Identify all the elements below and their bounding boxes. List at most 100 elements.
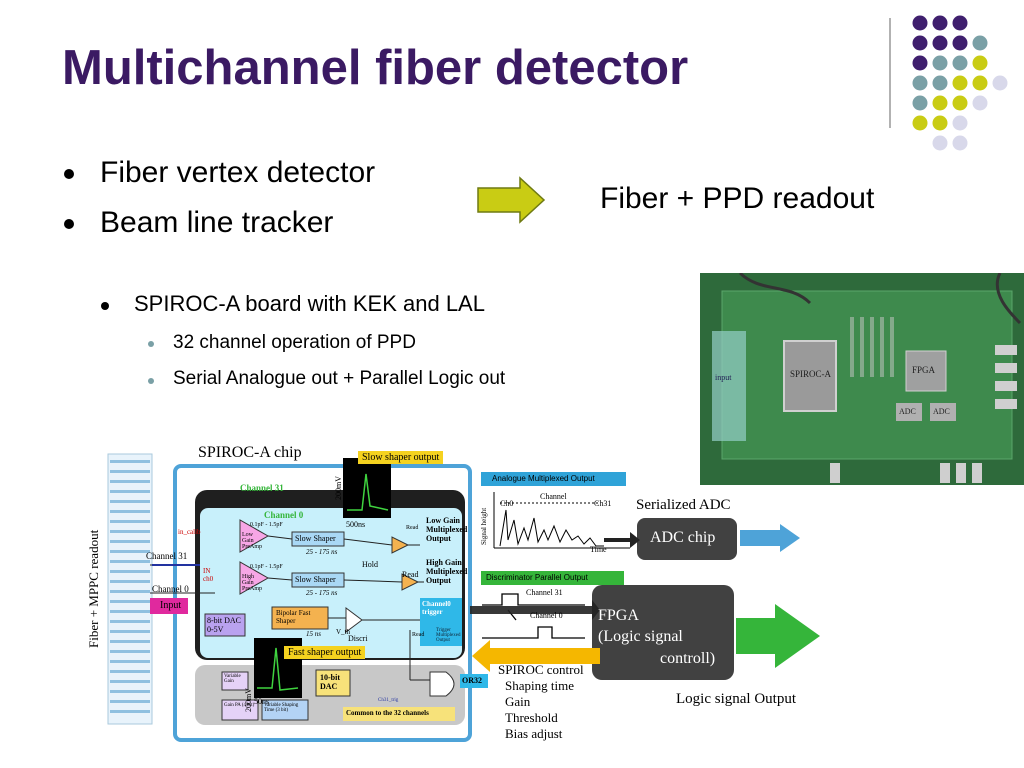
fiber-strand bbox=[110, 470, 150, 473]
board-photo: SPIROC-A FPGA ADC ADC input bbox=[700, 273, 1024, 485]
fiber-strand bbox=[110, 490, 150, 493]
trigger-mux-label: Trigger Multiplexed Output bbox=[436, 628, 461, 643]
cap1-label: 0.1pF - 1.5pF bbox=[250, 522, 283, 528]
decorative-dot bbox=[992, 75, 1008, 91]
decorative-dot bbox=[932, 95, 948, 111]
fiber-strand bbox=[110, 550, 150, 553]
fiber-strand bbox=[110, 520, 150, 523]
decorative-dot bbox=[932, 35, 948, 51]
decorative-dot bbox=[932, 135, 948, 151]
decorative-dot bbox=[912, 35, 928, 51]
low-gain-preamp-label: Low Gain PreAmp bbox=[242, 532, 262, 550]
ch31-input-label: Channel 31 bbox=[146, 551, 188, 561]
fiber-strand bbox=[110, 570, 150, 573]
bullet-beam-line: Beam line tracker bbox=[100, 206, 334, 239]
decorative-dot bbox=[952, 75, 968, 91]
15ns-label: 15 ns bbox=[306, 630, 321, 638]
ch0-axis-label: Ch0 bbox=[500, 499, 514, 508]
sub-sub-bullet-32ch: 32 channel operation of PPD bbox=[173, 332, 416, 353]
decorative-dot bbox=[912, 115, 928, 131]
fiber-strand bbox=[110, 480, 150, 483]
fiber-strand bbox=[110, 600, 150, 603]
decorative-dot bbox=[932, 115, 948, 131]
decorative-dot bbox=[952, 55, 968, 71]
gain-pa-label: Gain PA (4 bit) bbox=[224, 703, 255, 708]
fpga-label-3: controll) bbox=[660, 650, 716, 667]
fpga-label-2: (Logic signal bbox=[598, 628, 683, 645]
fiber-strand bbox=[110, 540, 150, 543]
fiber-strand bbox=[110, 690, 150, 693]
slow-shaper-output-label: Slow shaper output bbox=[358, 451, 444, 464]
fpga-label-1: FPGA bbox=[598, 607, 639, 624]
high-gain-output-label: High Gain Multiplexed Output bbox=[426, 558, 468, 585]
decorative-dot bbox=[952, 15, 968, 31]
channel-axis-label: Channel bbox=[540, 492, 567, 501]
spiroc-control-label: SPIROC control bbox=[498, 662, 584, 677]
ctrl-threshold: Threshold bbox=[505, 710, 558, 725]
channel0-trigger-label: Channel0 trigger bbox=[422, 600, 451, 616]
time-axis-label: Time bbox=[590, 545, 607, 554]
decorative-dot bbox=[932, 75, 948, 91]
decorative-dot bbox=[952, 135, 968, 151]
range-1-label: 25 - 175 ns bbox=[306, 548, 338, 556]
fiber-strand bbox=[110, 670, 150, 673]
fiber-strand bbox=[110, 710, 150, 713]
common-label: Common to the 32 channels bbox=[346, 709, 429, 717]
in-ch0-label: IN ch0 bbox=[203, 567, 214, 583]
fiber-strand bbox=[110, 610, 150, 613]
bipolar-fast-shaper-label: Bipolar Fast Shaper bbox=[276, 609, 311, 625]
fiber-strand bbox=[110, 500, 150, 503]
adc-chip-label: ADC chip bbox=[650, 529, 716, 546]
decorative-dot-grid bbox=[889, 15, 1008, 151]
decorative-dot bbox=[912, 15, 928, 31]
ch31-axis-label: Ch31 bbox=[594, 499, 612, 508]
dac8-label: 8-bit DAC 0-5V bbox=[207, 616, 241, 634]
200mv-fast-label: 200mV bbox=[244, 688, 253, 712]
disc-ch0-label: Channel 0 bbox=[530, 611, 563, 620]
analog-mux-title: Analogue Multiplexed Output bbox=[492, 474, 595, 483]
ch31-trig-label: Ch31_trig bbox=[378, 698, 399, 703]
slow-shaper-2-label: Slow Shaper bbox=[295, 575, 336, 584]
ch0-input-label: Channel 0 bbox=[152, 584, 189, 594]
fiber-strand bbox=[110, 530, 150, 533]
spiroc-chip-title: SPIROC-A chip bbox=[198, 444, 302, 461]
logic-signal-output-label: Logic signal Output bbox=[676, 691, 796, 707]
decorative-dot bbox=[912, 95, 928, 111]
photo-label-input: input bbox=[715, 373, 732, 382]
fiber-strand bbox=[110, 640, 150, 643]
low-gain-output-label: Low Gain Multiplexed Output bbox=[426, 516, 468, 543]
decorative-dot bbox=[972, 35, 988, 51]
bullet-dot bbox=[101, 302, 109, 310]
decorative-dot bbox=[972, 95, 988, 111]
slow-shaper-1-label: Slow Shaper bbox=[295, 534, 336, 543]
dac10-label: 10-bit DAC bbox=[320, 673, 340, 691]
range-2-label: 25 - 175 ns bbox=[306, 589, 338, 597]
vth-label: V_th bbox=[336, 628, 350, 636]
bullet-dot bbox=[148, 341, 154, 347]
read-2-label: Read bbox=[402, 570, 419, 579]
fiber-strand bbox=[110, 580, 150, 583]
ctrl-shaping-time: Shaping time bbox=[505, 678, 574, 693]
decorative-dot bbox=[932, 15, 948, 31]
channel0-label: Channel 0 bbox=[264, 510, 304, 520]
read-3-label: Read bbox=[412, 632, 425, 638]
decorative-dot bbox=[912, 75, 928, 91]
bullet-dot bbox=[64, 219, 74, 229]
bullet-dot bbox=[148, 378, 154, 384]
channel31-label: Channel 31 bbox=[240, 483, 284, 493]
200mv-slow-label: 200mV bbox=[334, 476, 343, 500]
fiber-strand bbox=[110, 590, 150, 593]
fiber-strand bbox=[110, 510, 150, 513]
in-calib-label: in_calib bbox=[178, 528, 201, 536]
arrow-label: Fiber + PPD readout bbox=[600, 182, 875, 215]
photo-label-fpga: FPGA bbox=[912, 365, 936, 375]
ctrl-gain: Gain bbox=[505, 694, 531, 709]
disc-parallel-title: Discriminator Parallel Output bbox=[486, 573, 588, 582]
fiber-strand bbox=[110, 680, 150, 683]
input-label: Input bbox=[160, 600, 182, 611]
fiber-strand bbox=[110, 620, 150, 623]
sub-sub-bullet-serial: Serial Analogue out + Parallel Logic out bbox=[173, 368, 506, 389]
bullet-fiber-vertex: Fiber vertex detector bbox=[100, 156, 376, 189]
disc-ch31-label: Channel 31 bbox=[526, 588, 563, 597]
right-arrow-icon bbox=[477, 176, 546, 224]
